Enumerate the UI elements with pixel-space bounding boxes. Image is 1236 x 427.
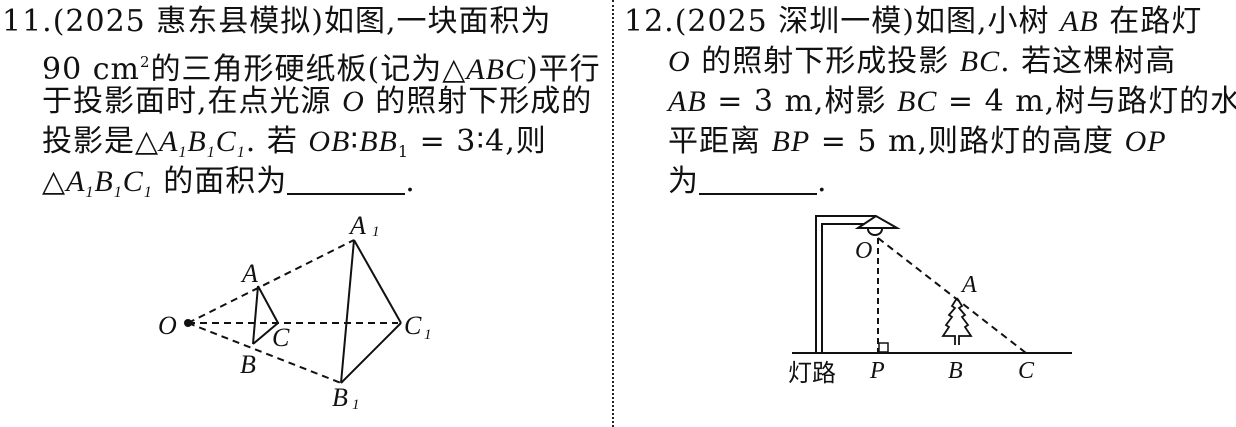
svg-text:P: P xyxy=(869,358,885,384)
problem-12-line-3: AB = 3 m,树影 BC = 4 m,树与路灯的水 xyxy=(668,84,1236,119)
svg-text:A: A xyxy=(240,259,258,288)
street-lamp-figure: O A P B C 灯路 xyxy=(788,214,1072,387)
problem-11-line-2: 90 cm2的三角形硬纸板(记为△ABC)平行 xyxy=(42,52,601,87)
problem-number: 12. xyxy=(624,4,675,39)
svg-text:1: 1 xyxy=(372,224,380,240)
svg-text:1: 1 xyxy=(352,397,360,413)
problem-source: (2025 深圳一模) xyxy=(674,4,916,39)
svg-text:1: 1 xyxy=(424,327,432,343)
svg-text:C: C xyxy=(272,323,290,352)
problem-11-line-3: 于投影面时,在点光源 O 的照射下形成的 xyxy=(42,84,593,119)
problem-12-line-4: 平距离 BP = 5 m,则路灯的高度 OP xyxy=(668,124,1167,159)
svg-text:C: C xyxy=(404,311,422,340)
problem-11-line-1: 11.(2025 惠东县模拟)如图,一块面积为 xyxy=(2,4,552,39)
svg-text:B: B xyxy=(240,350,256,379)
answer-blank[interactable] xyxy=(699,165,817,195)
svg-text:灯路: 灯路 xyxy=(788,359,836,387)
svg-text:A: A xyxy=(960,272,977,298)
problem-12-line-1: 12.(2025 深圳一模)如图,小树 AB 在路灯 xyxy=(624,4,1203,39)
svg-text:O: O xyxy=(855,238,872,264)
problem-11-line-5: △A1B1C1 的面积为. xyxy=(42,164,416,201)
svg-text:O: O xyxy=(158,311,177,340)
answer-blank[interactable] xyxy=(287,165,406,195)
projection-figure: O A B C A 1 B 1 C 1 xyxy=(158,211,432,413)
svg-text:B: B xyxy=(332,383,348,412)
svg-text:B: B xyxy=(948,358,963,384)
light-source-point xyxy=(184,319,192,327)
problem-number: 11. xyxy=(2,4,53,39)
svg-text:A: A xyxy=(348,211,366,240)
problem-source: (2025 惠东县模拟) xyxy=(52,4,325,39)
column-divider xyxy=(612,0,614,427)
problem-11-line-4: 投影是△A1B1C1. 若 OB∶BB1 = 3∶4,则 xyxy=(42,124,547,161)
svg-text:C: C xyxy=(1018,358,1035,384)
problem-12-line-2: O 的照射下形成投影 BC. 若这棵树高 xyxy=(668,44,1177,79)
problem-12-line-5: 为. xyxy=(668,164,828,199)
